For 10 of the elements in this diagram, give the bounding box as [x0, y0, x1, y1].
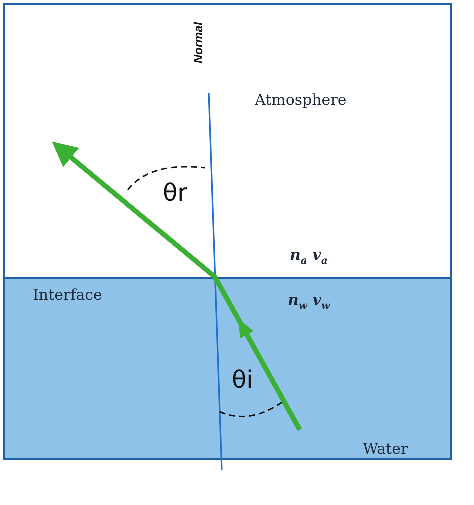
angle-label: θi: [232, 366, 254, 394]
region-label: Water: [363, 440, 408, 458]
air-region: [3, 3, 452, 279]
symbol-label: n$_{w}$ v$_{w}$: [288, 291, 330, 312]
angle-label: θr: [163, 179, 188, 207]
region-label: Interface: [33, 286, 102, 304]
water-region: [3, 277, 452, 460]
region-label: Atmosphere: [255, 91, 347, 109]
symbol-label: n$_{a}$ v$_{a}$: [290, 246, 328, 267]
axis-label: Normal: [192, 22, 206, 64]
